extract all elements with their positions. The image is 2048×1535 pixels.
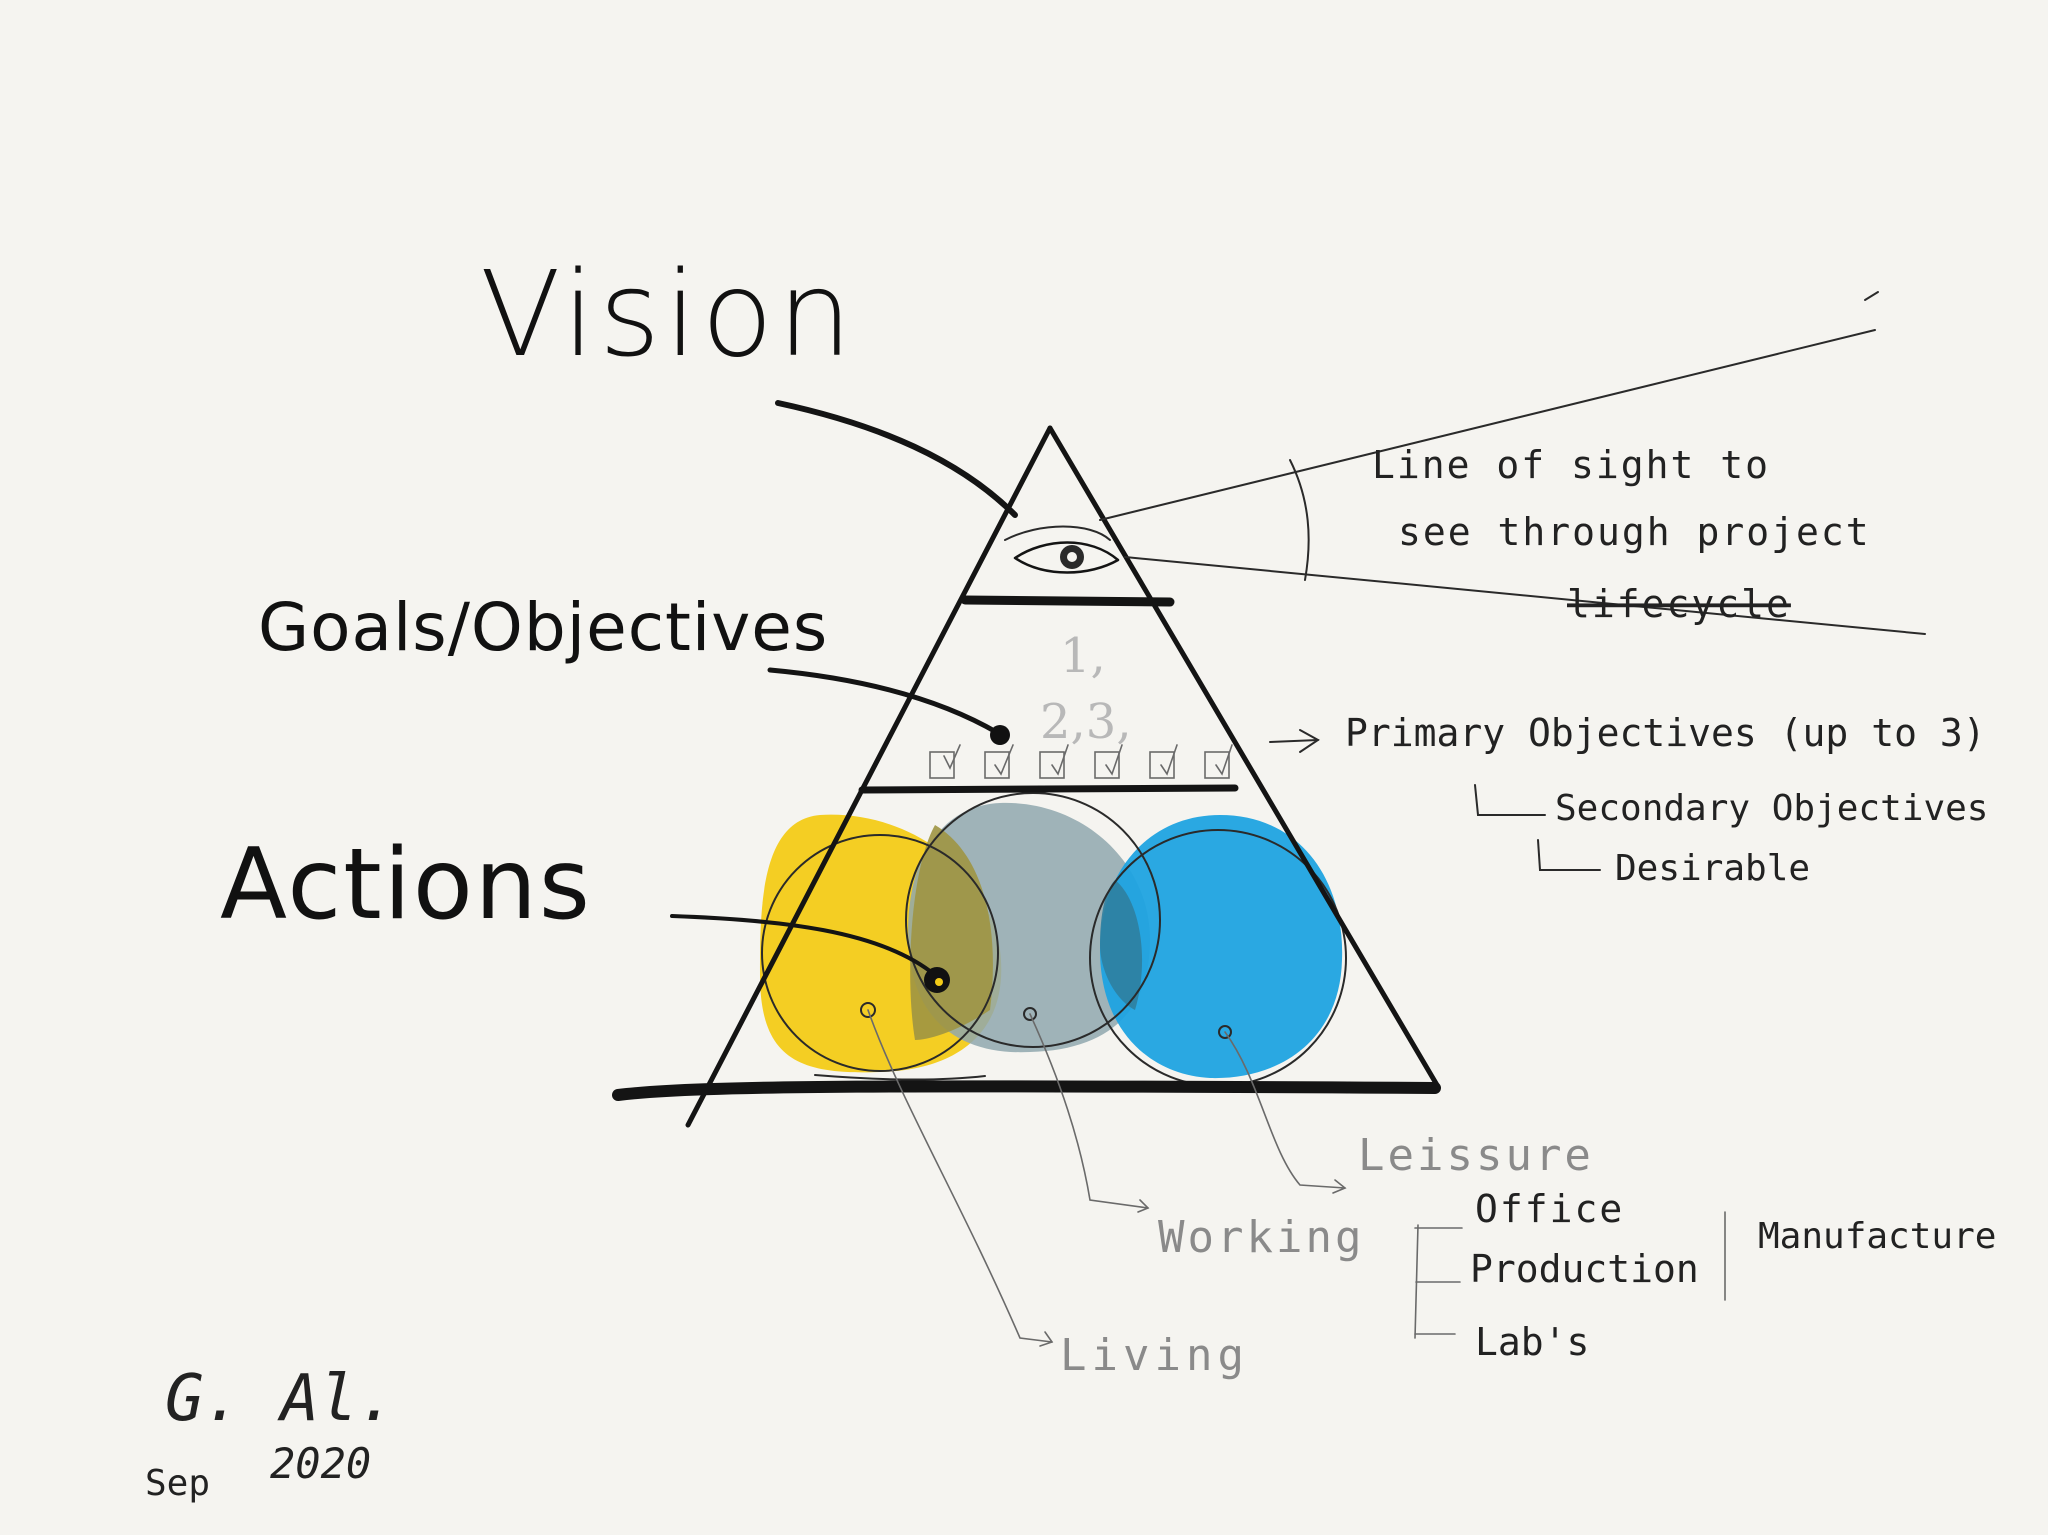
secondary-objectives-text: Secondary Objectives: [1555, 788, 1988, 829]
line-of-sight-line-3: lifecycle: [1567, 582, 1791, 626]
signature-month: Sep: [145, 1463, 210, 1504]
working-label: Working: [1158, 1212, 1364, 1263]
manufacture-label: Manufacture: [1758, 1216, 1996, 1257]
checkbox-icon: [930, 752, 954, 778]
actions-label: Actions: [220, 828, 592, 942]
living-label: Living: [1060, 1330, 1249, 1381]
objective-numbers-bottom: 2,3,: [1040, 694, 1132, 750]
line-of-sight-note: Line of sight to see through project lif…: [1372, 443, 1871, 626]
office-label: Office: [1475, 1187, 1624, 1231]
leisure-label: Leissure: [1358, 1130, 1594, 1181]
goals-label: Goals/Objectives: [258, 589, 828, 666]
action-circles: [760, 793, 1346, 1086]
vision-label: Vision: [480, 245, 856, 383]
primary-objectives-text: Primary Objectives (up to 3): [1345, 711, 1986, 755]
signature: G. Al. Sep 2020: [145, 1362, 396, 1504]
sphere-labels: Leissure Working Living Office Productio…: [1060, 1130, 1996, 1381]
labs-label: Lab's: [1475, 1320, 1589, 1364]
desirable-text: Desirable: [1615, 848, 1810, 889]
signature-year: 2020: [270, 1439, 371, 1488]
eye-icon: [1005, 527, 1118, 573]
signature-initials: G. Al.: [165, 1362, 396, 1436]
line-of-sight-line-1: Line of sight to: [1372, 443, 1770, 487]
production-label: Production: [1470, 1247, 1699, 1291]
objective-numbers-top: 1,: [1060, 628, 1106, 684]
objectives-notes: Primary Objectives (up to 3) Secondary O…: [1345, 711, 1988, 889]
line-of-sight-line-2: see through project: [1398, 510, 1871, 554]
